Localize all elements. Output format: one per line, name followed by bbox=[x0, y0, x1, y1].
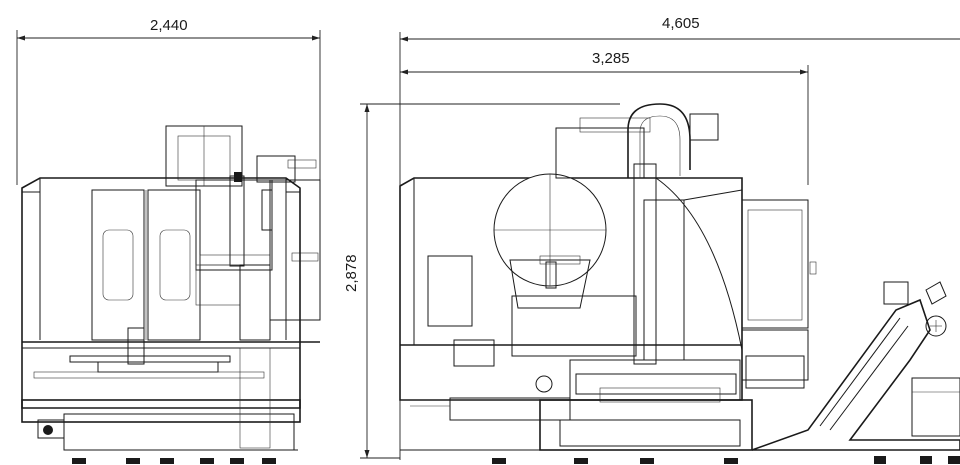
side-view bbox=[399, 103, 960, 464]
total-length-label: 4,605 bbox=[662, 15, 700, 32]
dimension-height: 2,878 bbox=[343, 103, 620, 459]
dimension-total-length: 4,605 bbox=[399, 15, 960, 460]
dimension-machine-length: 3,285 bbox=[400, 50, 809, 185]
dimension-front-width: 2,440 bbox=[16, 17, 321, 290]
front-width-label: 2,440 bbox=[150, 17, 188, 34]
height-label: 2,878 bbox=[343, 254, 360, 292]
front-view bbox=[21, 125, 321, 464]
machine-length-label: 3,285 bbox=[592, 50, 630, 67]
